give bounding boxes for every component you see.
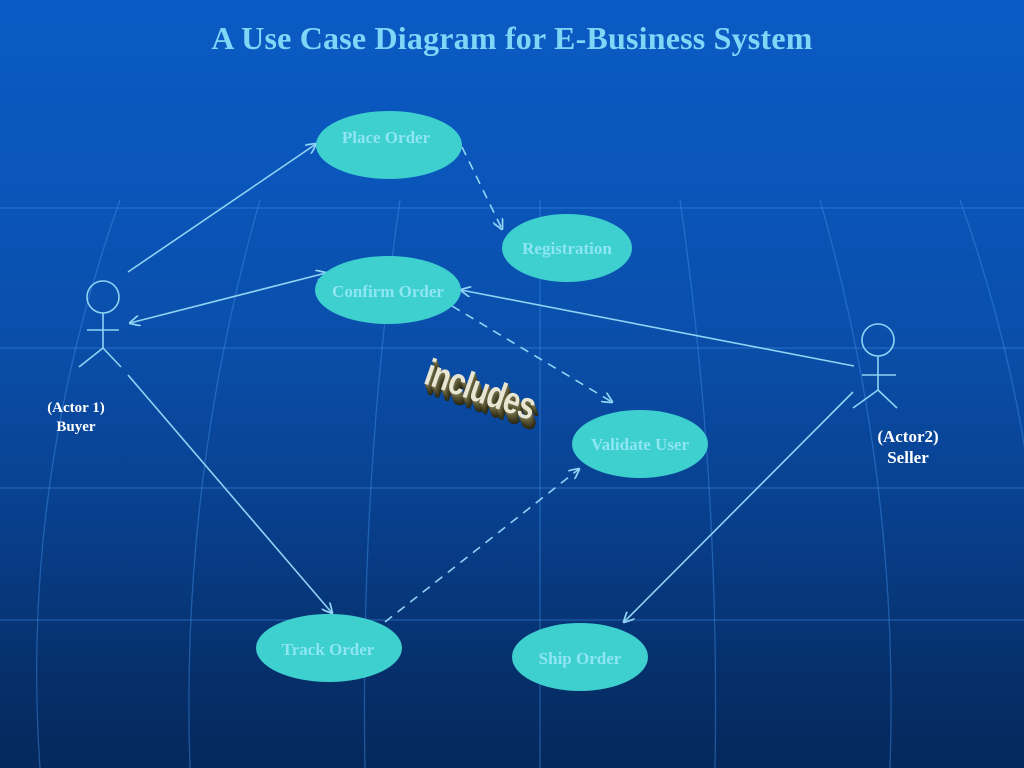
use-case-validate-user[interactable] [572,410,708,478]
actor-seller-label: (Actor2) Seller [858,426,958,469]
use-case-confirm-order[interactable] [315,256,461,324]
assoc-buyer-place-order [127,144,316,273]
assoc-buyer-track-order [127,374,332,613]
use-case-registration[interactable] [502,214,632,282]
assoc-seller-confirm-order [461,290,855,367]
actor-seller-figure [852,323,898,409]
actor-seller-name: Seller [887,448,929,468]
use-case-label-track-order: Track Order [282,640,375,659]
use-case-label-confirm-order: Confirm Order [332,282,444,301]
include-place-order-registration [461,146,502,229]
include-track-order-validate-user [384,469,579,623]
use-case-ship-order[interactable] [512,623,648,691]
actor-buyer-name: Buyer [56,418,96,435]
actor-buyer-label: (Actor 1) Buyer [30,399,122,437]
assoc-seller-ship-order [624,391,854,622]
actor-buyer-figure [78,280,122,368]
use-case-track-order[interactable] [256,614,402,682]
use-case-place-order[interactable] [316,111,462,179]
use-case-label-registration: Registration [522,239,612,258]
use-case-label-ship-order: Ship Order [539,649,622,668]
slide-title: A Use Case Diagram for E-Business System [211,20,813,56]
actor-seller-role: (Actor2) [877,427,939,446]
use-case-label-validate-user: Validate User [591,435,690,454]
actor-buyer-role: (Actor 1) [47,400,105,416]
use-case-label-place-order: Place Order [342,128,431,147]
assoc-buyer-confirm-order [130,273,326,323]
